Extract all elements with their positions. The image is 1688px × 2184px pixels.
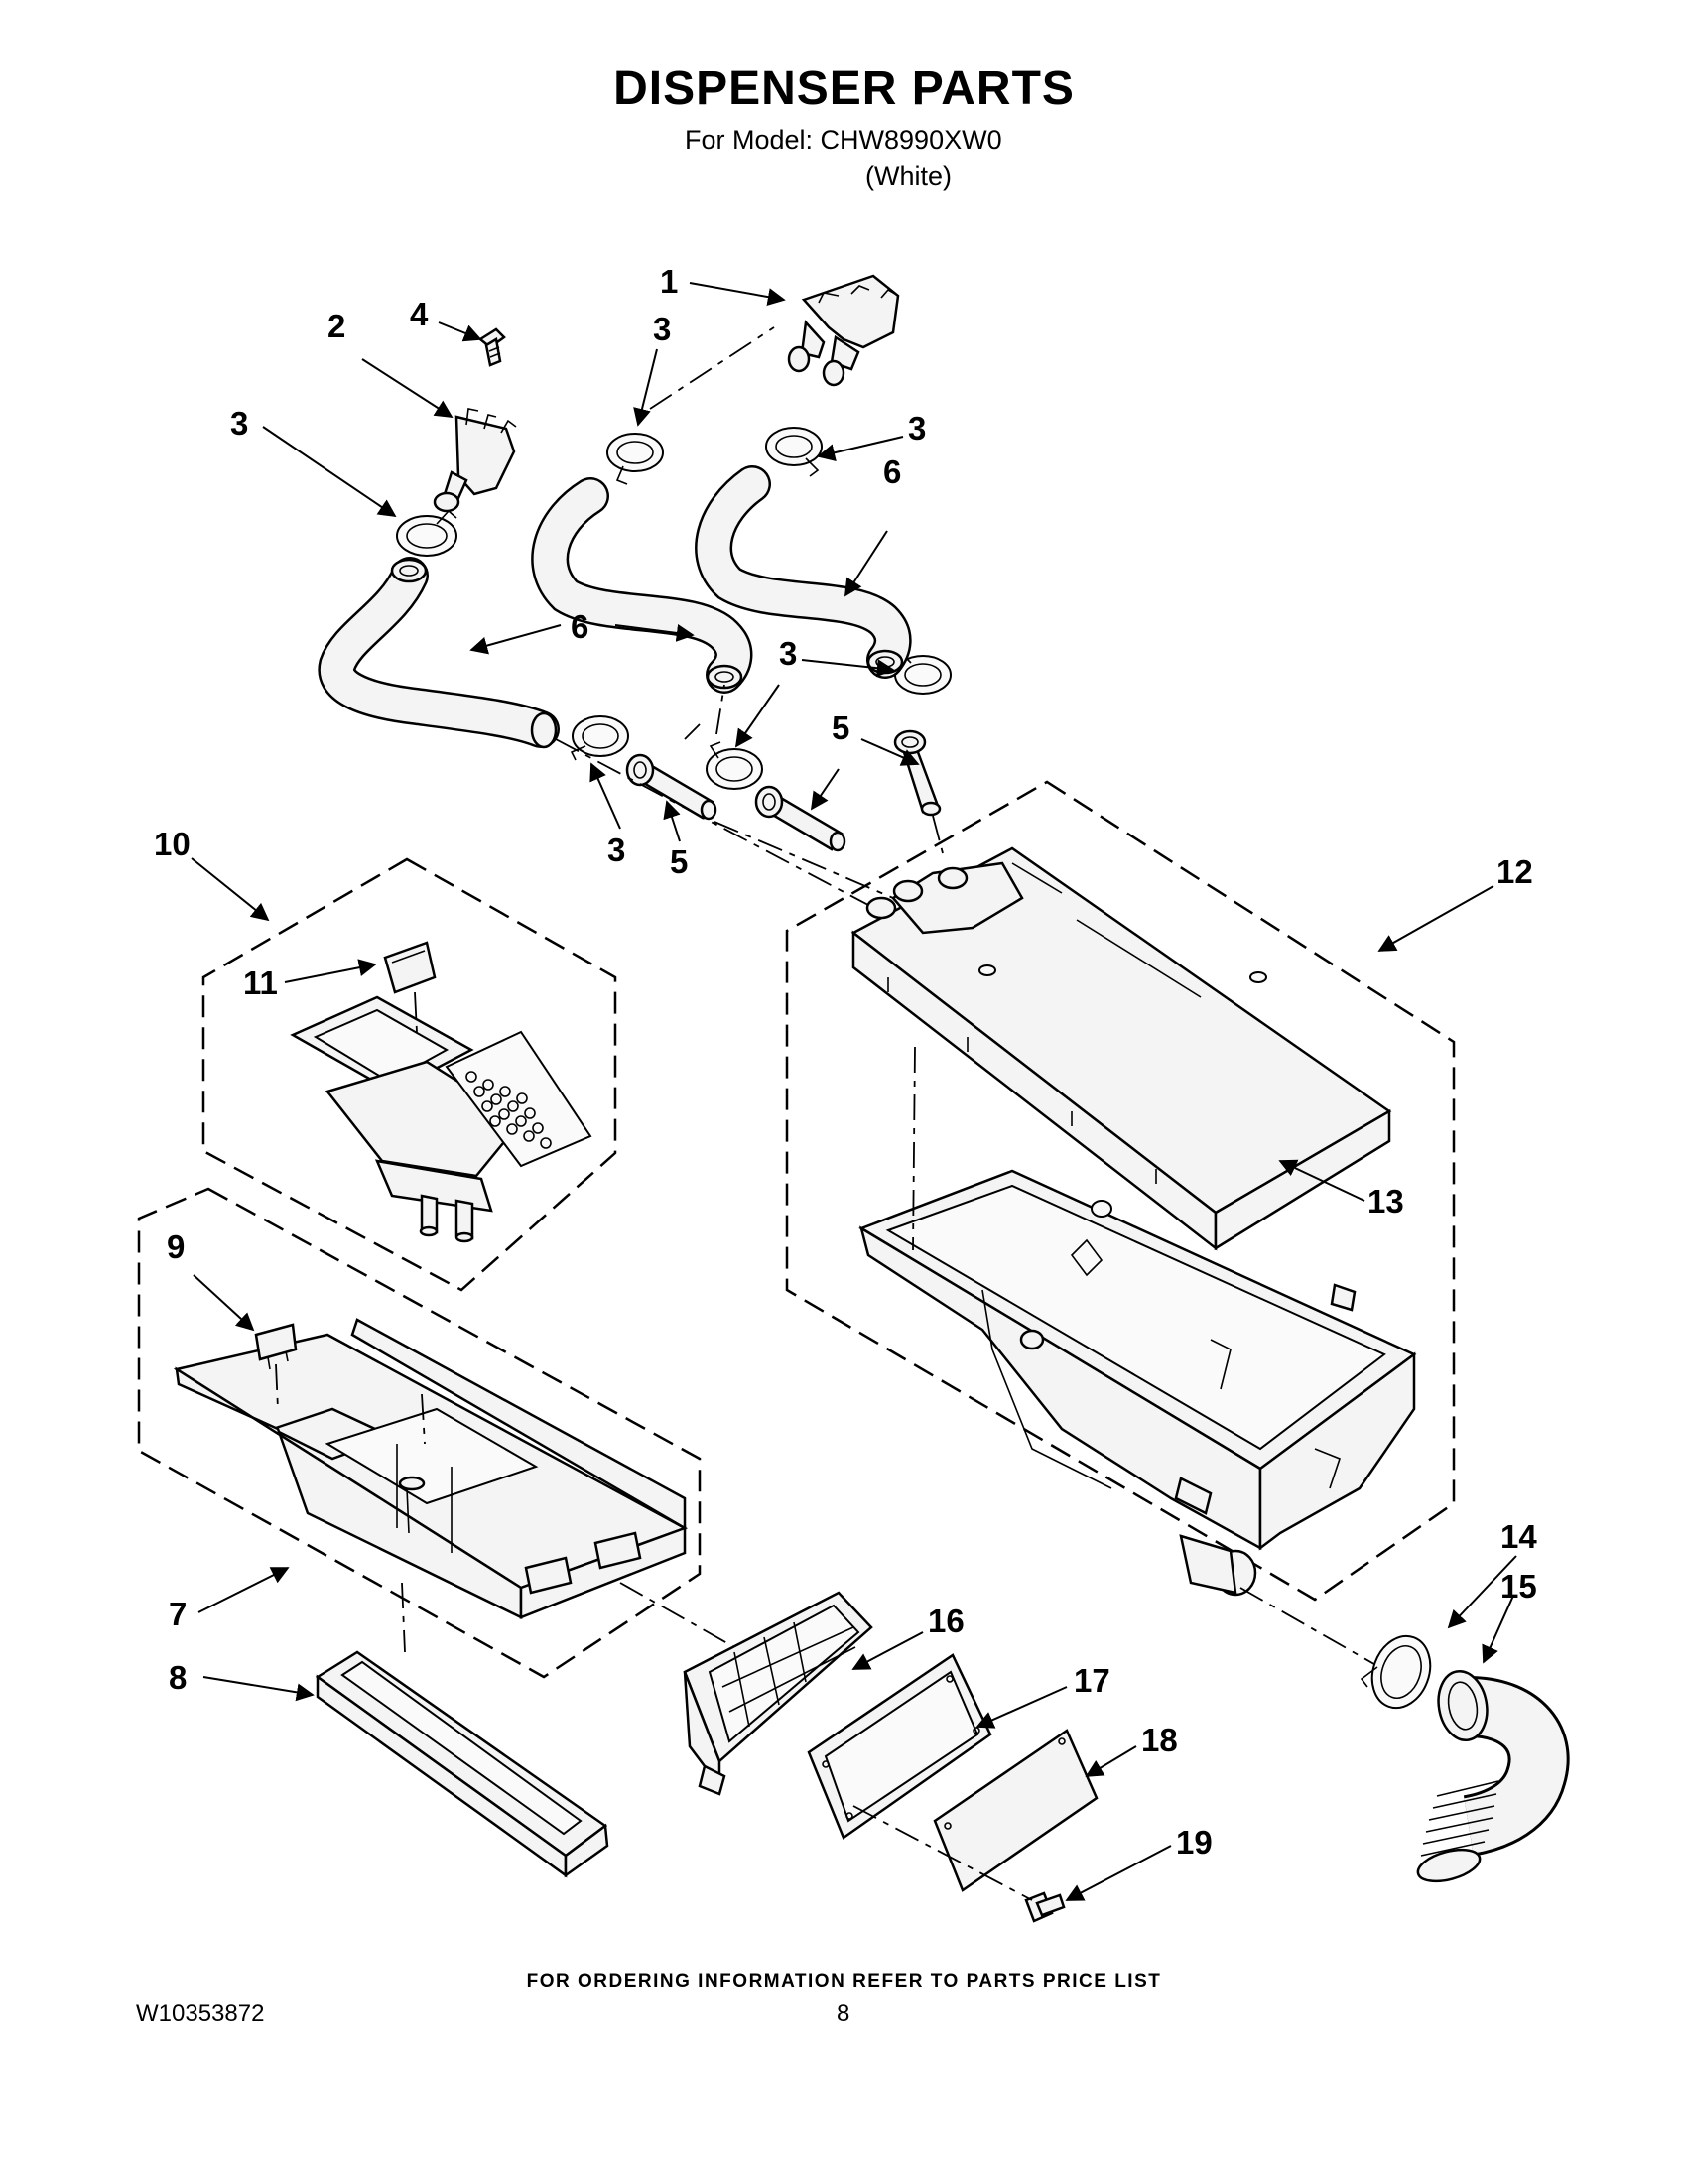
callout-19: 19	[1176, 1824, 1213, 1861]
callout-11: 11	[243, 964, 278, 1001]
callout-18: 18	[1141, 1722, 1178, 1758]
clamp-14	[1360, 1634, 1432, 1710]
inlet-tube-5b	[754, 785, 846, 852]
callout-3-left: 3	[230, 405, 248, 442]
callout-8: 8	[169, 1659, 187, 1696]
callout-3-right: 3	[908, 410, 926, 447]
dispenser-housing-cover-13	[850, 846, 1392, 1251]
callout-3-mid: 3	[779, 635, 797, 672]
callout-3-top: 3	[653, 311, 671, 347]
callout-5-right: 5	[832, 709, 849, 746]
ordering-note: FOR ORDERING INFORMATION REFER TO PARTS …	[526, 1971, 1162, 1991]
dispenser-insert-10	[290, 995, 592, 1243]
callout-1: 1	[660, 263, 678, 300]
assembly-boundary-10	[201, 857, 617, 1292]
callout-4: 4	[410, 296, 429, 332]
callout-10: 10	[154, 826, 191, 862]
clamp-3e	[570, 715, 629, 761]
callout-16: 16	[928, 1603, 965, 1639]
screw-4	[477, 327, 506, 367]
leader-arrows	[191, 282, 1517, 1901]
hose-6-left	[318, 557, 560, 749]
siphon-cap-11	[383, 941, 437, 994]
callout-6-right: 6	[883, 453, 901, 490]
assembly-boundary-12	[785, 780, 1456, 1602]
callout-7: 7	[169, 1596, 187, 1632]
model-line: For Model: CHW8990XW0	[685, 125, 1002, 155]
clamp-3a	[396, 509, 457, 557]
water-valve-2	[433, 408, 517, 513]
callout-labels: 1 2 3 4 3 3 6 6 3 5 3 5 10 11 12 13 9 7 …	[154, 263, 1537, 1861]
grille-16	[683, 1591, 873, 1796]
inlet-tube-5a	[625, 753, 717, 821]
hose-6-middle	[531, 477, 753, 694]
callout-9: 9	[167, 1228, 185, 1265]
assembly-boundary-7	[137, 1187, 702, 1679]
plate-18	[933, 1729, 1099, 1892]
page-number: 8	[837, 2000, 850, 2027]
screw-19	[1024, 1891, 1066, 1923]
callout-17: 17	[1074, 1662, 1110, 1699]
lever-9	[254, 1323, 298, 1370]
document-number: W10353872	[136, 2000, 265, 2027]
callout-6-middle: 6	[571, 608, 588, 645]
callout-14: 14	[1500, 1518, 1537, 1555]
water-valve-1	[787, 274, 900, 387]
callout-13: 13	[1367, 1183, 1404, 1220]
inlet-tube-5c	[893, 729, 942, 817]
dispenser-drawer-7	[173, 1318, 689, 1620]
dispenser-housing-12	[858, 1169, 1417, 1597]
clamp-3b	[606, 433, 664, 485]
page-title: DISPENSER PARTS	[613, 63, 1075, 115]
color-variant: (White)	[865, 161, 952, 191]
callout-12: 12	[1496, 853, 1533, 890]
callout-15: 15	[1500, 1568, 1537, 1605]
bellows-hose-15	[1416, 1670, 1570, 1883]
callout-3-bottom: 3	[607, 832, 625, 868]
clamp-3c	[765, 427, 823, 477]
gasket-17	[807, 1653, 992, 1840]
callout-2: 2	[327, 308, 345, 344]
clamp-3f	[706, 741, 763, 790]
tray-8	[315, 1650, 609, 1878]
callout-5-bottom: 5	[670, 843, 688, 880]
